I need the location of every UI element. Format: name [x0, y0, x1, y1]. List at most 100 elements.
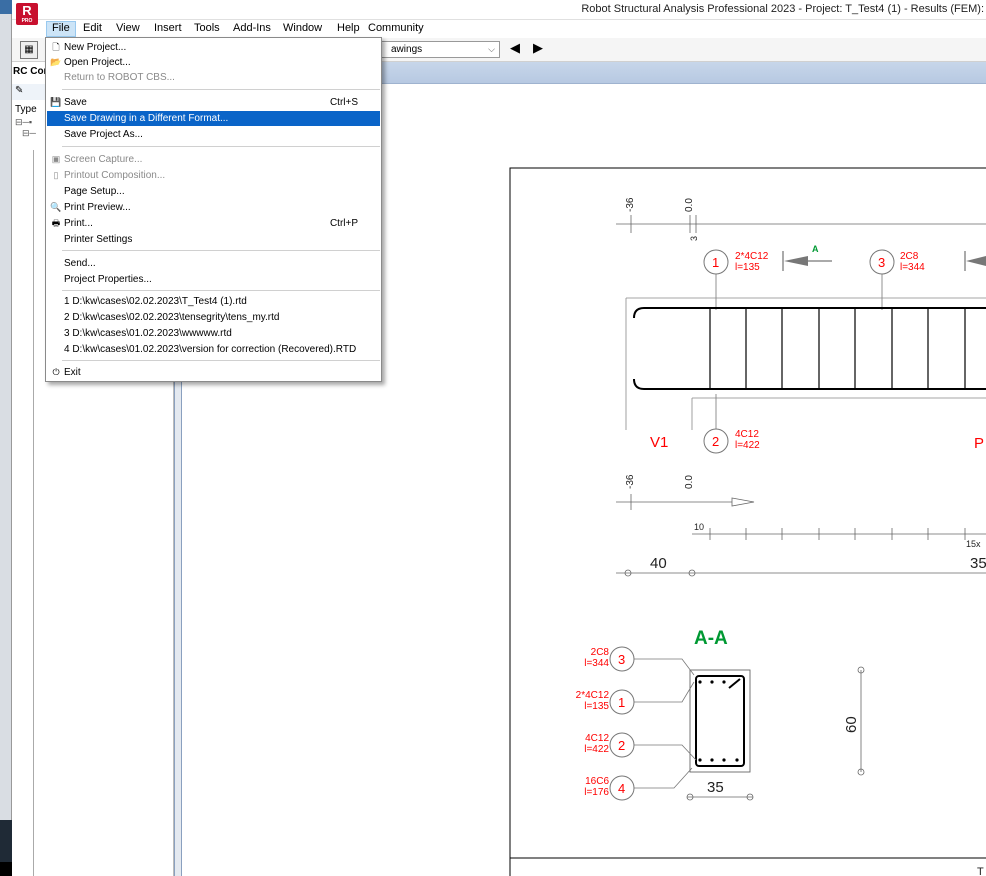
section-bars [698, 680, 739, 762]
menu-item-save-drawing-format[interactable]: Save Drawing in a Different Format... [47, 111, 380, 126]
menu-item-page-setup[interactable]: Page Setup... [64, 186, 125, 197]
menu-tools[interactable]: Tools [194, 22, 220, 34]
sheet-frame [509, 167, 986, 876]
bar-number: 1 [618, 695, 625, 710]
bar-spec: 2C8 [591, 647, 610, 658]
bar-length: l=344 [900, 262, 925, 273]
menu-separator [62, 146, 380, 147]
bar-number: 3 [878, 255, 885, 270]
camera-icon: ▣ [51, 154, 61, 164]
previous-icon[interactable]: ◀ [510, 40, 520, 55]
spacing-first: 10 [694, 522, 704, 532]
section-outline [689, 669, 751, 773]
save-icon: 💾 [50, 97, 62, 107]
bar-spec: 4C12 [585, 733, 609, 744]
menu-view[interactable]: View [116, 22, 140, 34]
menu-separator [62, 360, 380, 361]
window-splitter[interactable] [174, 84, 182, 876]
file-menu-dropdown: 🗋New Project... 📂Open Project... Return … [45, 37, 382, 382]
menu-separator [62, 290, 380, 291]
stirrup-group [709, 308, 966, 389]
bar-length: l=135 [584, 701, 609, 712]
next-icon[interactable]: ▶ [533, 40, 543, 55]
panel-toolbar-icon[interactable]: ✎ [12, 84, 46, 100]
menu-community[interactable]: Community [368, 22, 424, 34]
bar-spec: 2*4C12 [735, 251, 769, 262]
menu-item-recent-file-4[interactable]: 4 D:\kw\cases\01.02.2023\version for cor… [64, 344, 357, 355]
bar-number: 2 [712, 434, 719, 449]
composition-icon: ▯ [53, 170, 59, 180]
level-label: -36 [625, 197, 636, 212]
bar-spec: 4C12 [735, 429, 759, 440]
desktop-edge-strip [0, 0, 12, 876]
level-label: 0.0 [684, 198, 695, 212]
section-arrow-head [966, 256, 986, 266]
menu-item-return-cbs: Return to ROBOT CBS... [64, 72, 175, 83]
bar-length: l=176 [584, 787, 609, 798]
bar-number: 2 [618, 738, 625, 753]
level-arrow [731, 497, 755, 507]
bar-length: l=422 [584, 744, 609, 755]
menu-item-printer-settings[interactable]: Printer Settings [64, 234, 133, 245]
bottom-bar [633, 378, 986, 390]
leader-line [634, 658, 695, 676]
bar-number: 3 [618, 652, 625, 667]
reinforcement-drawing: T -36 0.0 3 1 2*4C12 l=135 A 3 2C8 l=344 [509, 167, 986, 876]
open-folder-icon: 📂 [50, 57, 62, 67]
spacing-ticks [709, 528, 966, 540]
bar-length: l=422 [735, 440, 760, 451]
menu-file[interactable]: File [46, 21, 76, 37]
menu-item-exit[interactable]: ⏻Exit [47, 365, 380, 380]
dimension-left: 40 [650, 555, 667, 572]
menu-item-project-properties[interactable]: Project Properties... [64, 274, 152, 285]
menu-help[interactable]: Help [337, 22, 360, 34]
bar-length: l=135 [735, 262, 760, 273]
menu-item-send[interactable]: Send... [64, 258, 96, 269]
section-marker: A [812, 244, 819, 254]
view-select[interactable]: awings⌵ [380, 41, 500, 58]
window-title: Robot Structural Analysis Professional 2… [581, 3, 984, 15]
menu-insert[interactable]: Insert [154, 22, 182, 34]
menu-item-save-project-as[interactable]: Save Project As... [64, 129, 143, 140]
menu-item-recent-file-3[interactable]: 3 D:\kw\cases\01.02.2023\wwwww.rtd [64, 328, 232, 339]
section-height: 60 [843, 716, 860, 733]
bar-spec: 2C8 [900, 251, 919, 262]
menu-edit[interactable]: Edit [83, 22, 102, 34]
dimension-mark [857, 666, 865, 674]
top-bar [633, 307, 986, 319]
tree-node-expander[interactable]: ⊟─ [22, 128, 36, 138]
desktop-edge-corner [0, 862, 12, 876]
menu-item-print-preview[interactable]: 🔍Print Preview... [50, 202, 131, 213]
menu-item-recent-file-2[interactable]: 2 D:\kw\cases\02.02.2023\tensegrity\tens… [64, 312, 280, 323]
layout-icon[interactable]: ▦ [20, 41, 38, 59]
level-label: -36 [625, 474, 636, 489]
leader-line [634, 767, 693, 789]
section-arrow-head [784, 256, 808, 266]
menu-item-recent-file-1[interactable]: 1 D:\kw\cases\02.02.2023\T_Test4 (1).rtd [64, 296, 247, 307]
panel-border [12, 150, 34, 876]
desktop-edge-top [0, 0, 12, 14]
menu-item-new-project[interactable]: 🗋New Project... [47, 40, 380, 55]
exit-icon: ⏻ [52, 367, 60, 377]
menu-item-print[interactable]: 🖶Print...Ctrl+P [51, 218, 358, 229]
menu-window[interactable]: Window [283, 22, 323, 34]
view-select-value: awings [391, 44, 423, 55]
menu-add-ins[interactable]: Add-Ins [233, 22, 271, 34]
printer-icon: 🖶 [51, 218, 61, 228]
menu-separator [62, 250, 380, 251]
menu-item-open-project[interactable]: 📂Open Project... [50, 57, 131, 68]
spacing-label: 15x [966, 539, 981, 549]
dimension-mark [688, 569, 696, 577]
leader-line [634, 744, 697, 761]
dimension-mark [686, 793, 694, 801]
level-label: 3 [689, 236, 699, 241]
tree-node-expander[interactable]: ⊟─▪ [15, 117, 33, 127]
title-block-text: T [977, 866, 984, 876]
bar-number: 4 [618, 781, 625, 796]
level-label: 0.0 [684, 475, 695, 489]
dimension-mark [857, 768, 865, 776]
new-doc-icon: 🗋 [52, 42, 60, 52]
